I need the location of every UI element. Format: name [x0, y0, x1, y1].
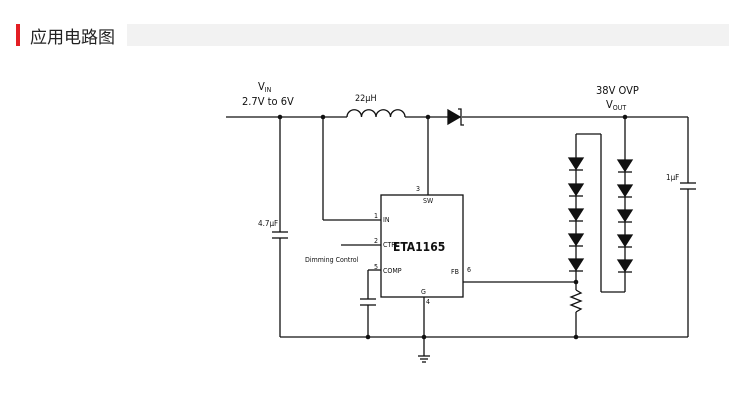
section-header: 应用电路图 [16, 24, 729, 48]
sense-resistor-symbol [569, 289, 583, 313]
junction-dot [622, 114, 628, 120]
vout-label: VOUT [606, 98, 626, 112]
pin1-number: 1 [374, 212, 378, 220]
header-accent-bar [16, 24, 20, 46]
junction-dot [573, 334, 579, 340]
led-right-1 [616, 159, 634, 173]
pin6-number: 6 [467, 266, 471, 274]
led-left-1 [567, 157, 585, 171]
led-left-4 [567, 233, 585, 247]
output-cap-value-label: 1μF [666, 173, 679, 182]
junction-dot [320, 114, 326, 120]
junction-dot [573, 279, 579, 285]
led-right-5 [616, 259, 634, 273]
pin6-name: FB [451, 268, 459, 276]
dimming-control-label: Dimming Control [305, 256, 359, 264]
header-background-strip [127, 24, 729, 46]
led-right-4 [616, 234, 634, 248]
pin5-name: COMP [383, 267, 402, 275]
section-title: 应用电路图 [30, 27, 115, 48]
led-left-3 [567, 208, 585, 222]
led-left-2 [567, 183, 585, 197]
junction-dot [421, 334, 427, 340]
vin-range-label: 2.7V to 6V [242, 95, 294, 108]
pin5-number: 5 [374, 263, 378, 271]
pin3-name: SW [423, 197, 434, 205]
ic-body [380, 194, 464, 298]
pin4-name: G [421, 288, 426, 296]
pin1-name: IN [383, 216, 390, 224]
led-right-3 [616, 209, 634, 223]
led-right-2 [616, 184, 634, 198]
vin-label: VIN [258, 80, 272, 94]
pin4-number: 4 [426, 298, 430, 306]
inductor-value-label: 22μH [355, 94, 377, 104]
ovp-label: 38V OVP [596, 84, 639, 97]
input-cap-value-label: 4.7μF [258, 219, 278, 228]
junction-dot [365, 334, 371, 340]
schottky-diode [447, 108, 464, 126]
junction-dot [425, 114, 431, 120]
pin2-number: 2 [374, 237, 378, 245]
inductor-symbol [346, 109, 406, 118]
led-left-5 [567, 258, 585, 272]
ic-part-name: ETA1165 [393, 240, 445, 254]
pin2-name: CTRL [383, 241, 400, 249]
junction-dot [277, 114, 283, 120]
pin3-number: 3 [416, 185, 420, 193]
